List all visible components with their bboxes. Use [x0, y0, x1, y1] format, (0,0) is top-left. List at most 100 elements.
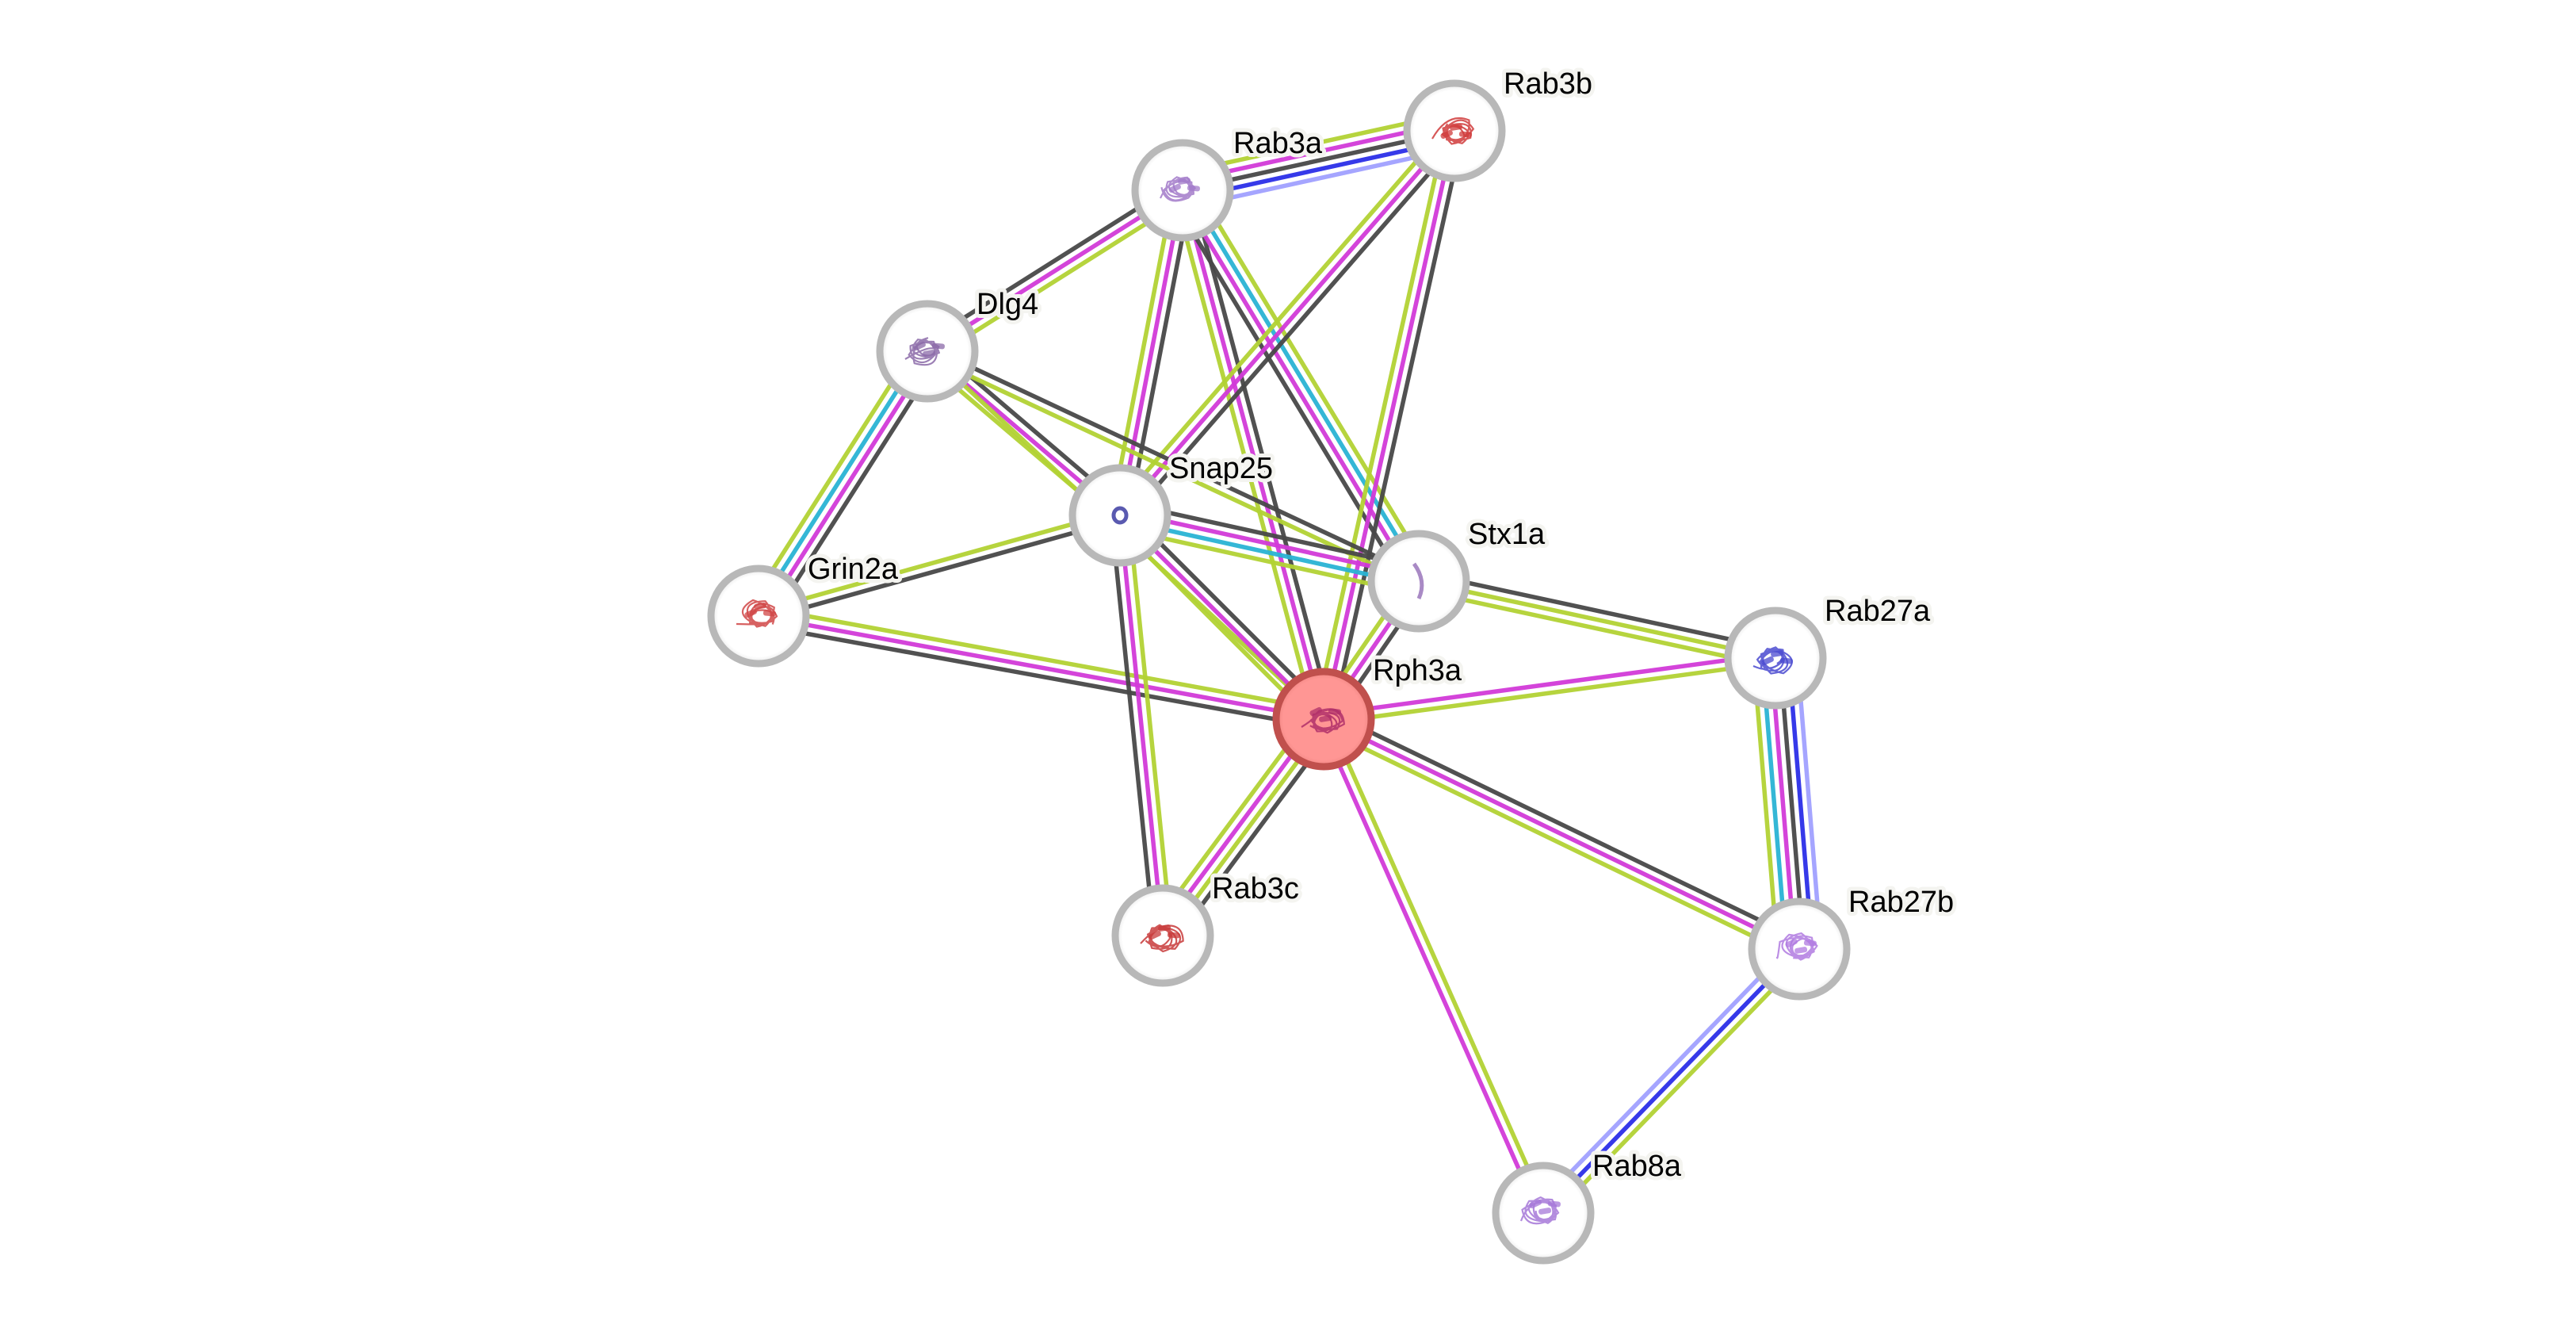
protein-structure-icon: [1140, 924, 1184, 953]
edge-snap25-stx1a[interactable]: [1116, 500, 1423, 596]
evidence-line-green: [1111, 123, 1450, 511]
edge-rab27b-rab8a[interactable]: [1535, 941, 1807, 1221]
edge-stx1a-rab27a[interactable]: [1416, 570, 1778, 669]
node-label: Rab27a: [1825, 595, 1931, 628]
evidence-line-black: [767, 357, 941, 625]
node-rab3a[interactable]: Rab3a: [1131, 123, 1327, 242]
evidence-line-magenta: [1118, 515, 1165, 936]
node-snap25[interactable]: Snap25: [1068, 448, 1277, 567]
protein-structure-icon: [1775, 932, 1818, 961]
evidence-line-magenta: [1321, 130, 1457, 720]
evidence-line-magenta: [1322, 651, 1775, 718]
evidence-line-black: [1326, 709, 1804, 944]
protein-structure-icon: [736, 599, 778, 628]
node-label: Stx1a: [1468, 518, 1546, 551]
edge-grin2a-rph3a[interactable]: [756, 605, 1326, 730]
evidence-line-magenta: [1118, 189, 1185, 516]
evidence-line-black: [1126, 191, 1194, 518]
node-circle[interactable]: [1068, 464, 1171, 567]
node-label: Snap25: [1169, 452, 1273, 485]
evidence-line-black: [1330, 132, 1466, 722]
node-label: Rab3a: [1233, 127, 1323, 160]
node-circle[interactable]: [1724, 607, 1827, 710]
edge-rph3a-rab27b[interactable]: [1319, 709, 1804, 959]
evidence-line-lightblue: [1535, 941, 1795, 1209]
evidence-line-green: [924, 353, 1418, 588]
edge-dlg4-stx1a[interactable]: [924, 345, 1422, 588]
evidence-line-black: [1109, 515, 1156, 937]
edge-rph3a-rab27a[interactable]: [1322, 651, 1777, 726]
node-stx1a[interactable]: Stx1a: [1367, 514, 1550, 633]
evidence-line-green: [1126, 514, 1174, 936]
protein-structure-icon: [1752, 646, 1793, 675]
evidence-line-magenta: [1180, 189, 1326, 720]
evidence-line-black: [1125, 135, 1463, 523]
edge-rab3a-stx1a[interactable]: [1169, 182, 1432, 589]
evidence-line-green: [1325, 716, 1550, 1212]
node-dlg4[interactable]: Dlg4: [876, 284, 1042, 403]
evidence-line-black: [1420, 570, 1778, 652]
node-circle[interactable]: [1403, 79, 1506, 182]
protein-structure-icon: [904, 337, 945, 366]
node-circle[interactable]: [1131, 139, 1234, 242]
node-rab8a[interactable]: Rab8a: [1492, 1146, 1686, 1265]
node-rab27a[interactable]: Rab27a: [1724, 591, 1935, 710]
edge-rab3a-snap25[interactable]: [1109, 188, 1194, 518]
node-label: Rph3a: [1373, 654, 1462, 687]
evidence-line-blue: [1542, 947, 1801, 1215]
protein-structure-icon: [1412, 562, 1424, 600]
evidence-line-black: [756, 622, 1323, 730]
evidence-line-magenta: [1317, 720, 1542, 1216]
node-label: Rab3b: [1504, 67, 1592, 101]
protein-structure-icon: [1431, 117, 1475, 145]
evidence-line-green: [759, 605, 1326, 713]
evidence-line-magenta: [1120, 508, 1420, 580]
node-label: Rab3c: [1212, 872, 1299, 905]
edge-rph3a-rab8a[interactable]: [1317, 716, 1550, 1216]
edge-dlg4-grin2a[interactable]: [745, 343, 941, 625]
edge-rab3a-rph3a[interactable]: [1171, 187, 1335, 722]
evidence-line-black: [1122, 500, 1423, 571]
protein-structure-icon: [1519, 1196, 1561, 1225]
edge-snap25-rab3c[interactable]: [1109, 514, 1174, 937]
edge-rab3b-rph3a[interactable]: [1313, 128, 1466, 722]
node-label: Rab8a: [1592, 1150, 1682, 1183]
node-rph3a[interactable]: Rph3a: [1272, 650, 1466, 771]
evidence-line-green: [1191, 182, 1432, 576]
edge-rab3b-snap25[interactable]: [1111, 123, 1463, 523]
evidence-line-magenta: [758, 614, 1324, 722]
edge-grin2a-snap25[interactable]: [756, 509, 1122, 622]
protein-structure-icon: [1159, 176, 1200, 202]
node-circle[interactable]: [1367, 530, 1470, 633]
evidence-line-green: [1416, 588, 1775, 669]
node-rab3c[interactable]: Rab3c: [1111, 868, 1303, 987]
evidence-line-green: [756, 509, 1120, 614]
evidence-line-green: [1418, 579, 1776, 660]
evidence-line-cyan: [753, 347, 926, 615]
node-circle[interactable]: [1111, 884, 1214, 987]
evidence-line-magenta: [1322, 717, 1801, 951]
evidence-line-green: [1324, 660, 1777, 726]
evidence-line-black: [1188, 187, 1335, 718]
evidence-line-green: [1751, 660, 1780, 951]
edges-layer: [745, 111, 1824, 1221]
node-rab27b[interactable]: Rab27b: [1748, 882, 1958, 1001]
evidence-line-magenta: [1118, 129, 1457, 517]
node-circle[interactable]: [707, 565, 810, 668]
evidence-line-green: [1319, 725, 1797, 959]
evidence-line-green: [1116, 526, 1417, 596]
evidence-line-green: [745, 343, 919, 610]
nodes-layer: Rph3a Rab3a Rab3bDlg4Snap25Stx1aGrin2aRab2…: [707, 63, 1958, 1265]
node-label: Grin2a: [808, 553, 899, 586]
node-grin2a[interactable]: Grin2a: [707, 549, 903, 668]
node-label: Rab27b: [1848, 886, 1954, 919]
protein-structure-icon: [1301, 706, 1345, 734]
evidence-line-black: [928, 345, 1422, 580]
evidence-line-cyan: [1184, 186, 1425, 580]
evidence-line-magenta: [760, 352, 933, 620]
node-rab3b[interactable]: Rab3b: [1403, 63, 1596, 182]
protein-structure-icon: [1111, 506, 1129, 525]
evidence-line-green: [1109, 188, 1176, 515]
evidence-line-green: [1547, 953, 1807, 1221]
